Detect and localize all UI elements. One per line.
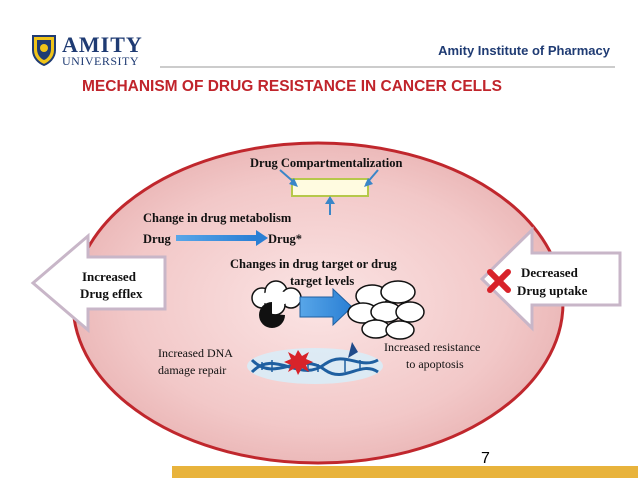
metabolism-drug-star-label: Drug* [268,232,302,246]
slide-title: MECHANISM OF DRUG RESISTANCE IN CANCER C… [82,78,502,95]
uptake-line1: Decreased [521,265,579,280]
institute-name: Amity Institute of Pharmacy [438,43,610,58]
arrowhead-right-icon [364,178,373,187]
dna-damage-burst-icon [284,350,313,375]
target-cloud-cluster-icon [347,280,425,340]
footer-bar [172,466,638,478]
efflux-arrow-icon [30,232,167,334]
logo-subtitle: UNIVERSITY [62,54,139,68]
metabolism-arrowhead-icon [256,230,268,246]
metabolism-drug-label: Drug [143,232,172,246]
efflux-line1: Increased [82,269,137,284]
dna-helix-icon [250,357,379,377]
metabolism-title: Change in drug metabolism [143,211,292,225]
blocked-x-icon [487,269,511,293]
amity-logo-shield-icon [32,35,56,66]
apoptosis-line1: Increased resistance [384,340,480,354]
dna-repair-line2: damage repair [158,363,226,377]
arrowhead-up-icon [325,196,335,204]
arrowhead-left-icon [289,178,298,187]
target-label-line2: target levels [290,274,354,288]
compartment-box [291,178,369,197]
efflux-line2: Drug efflex [80,286,143,301]
target-pacman-icon [259,302,285,328]
header-divider [160,66,615,68]
target-label-line1: Changes in drug target or drug [230,257,398,271]
apoptosis-pointer-icon [348,342,358,358]
dna-repair-line1: Increased DNA [158,346,233,360]
compartmentalization-label: Drug Compartmentalization [250,156,402,170]
uptake-line2: Drug uptake [517,283,588,298]
apoptosis-line2: to apoptosis [406,357,464,371]
slide-number: 7 [481,450,490,467]
metabolism-arrow-body [176,235,256,241]
target-change-arrow-icon [299,287,353,327]
target-cloud-left-icon [251,280,302,316]
logo-wordmark: AMITY [62,32,143,57]
